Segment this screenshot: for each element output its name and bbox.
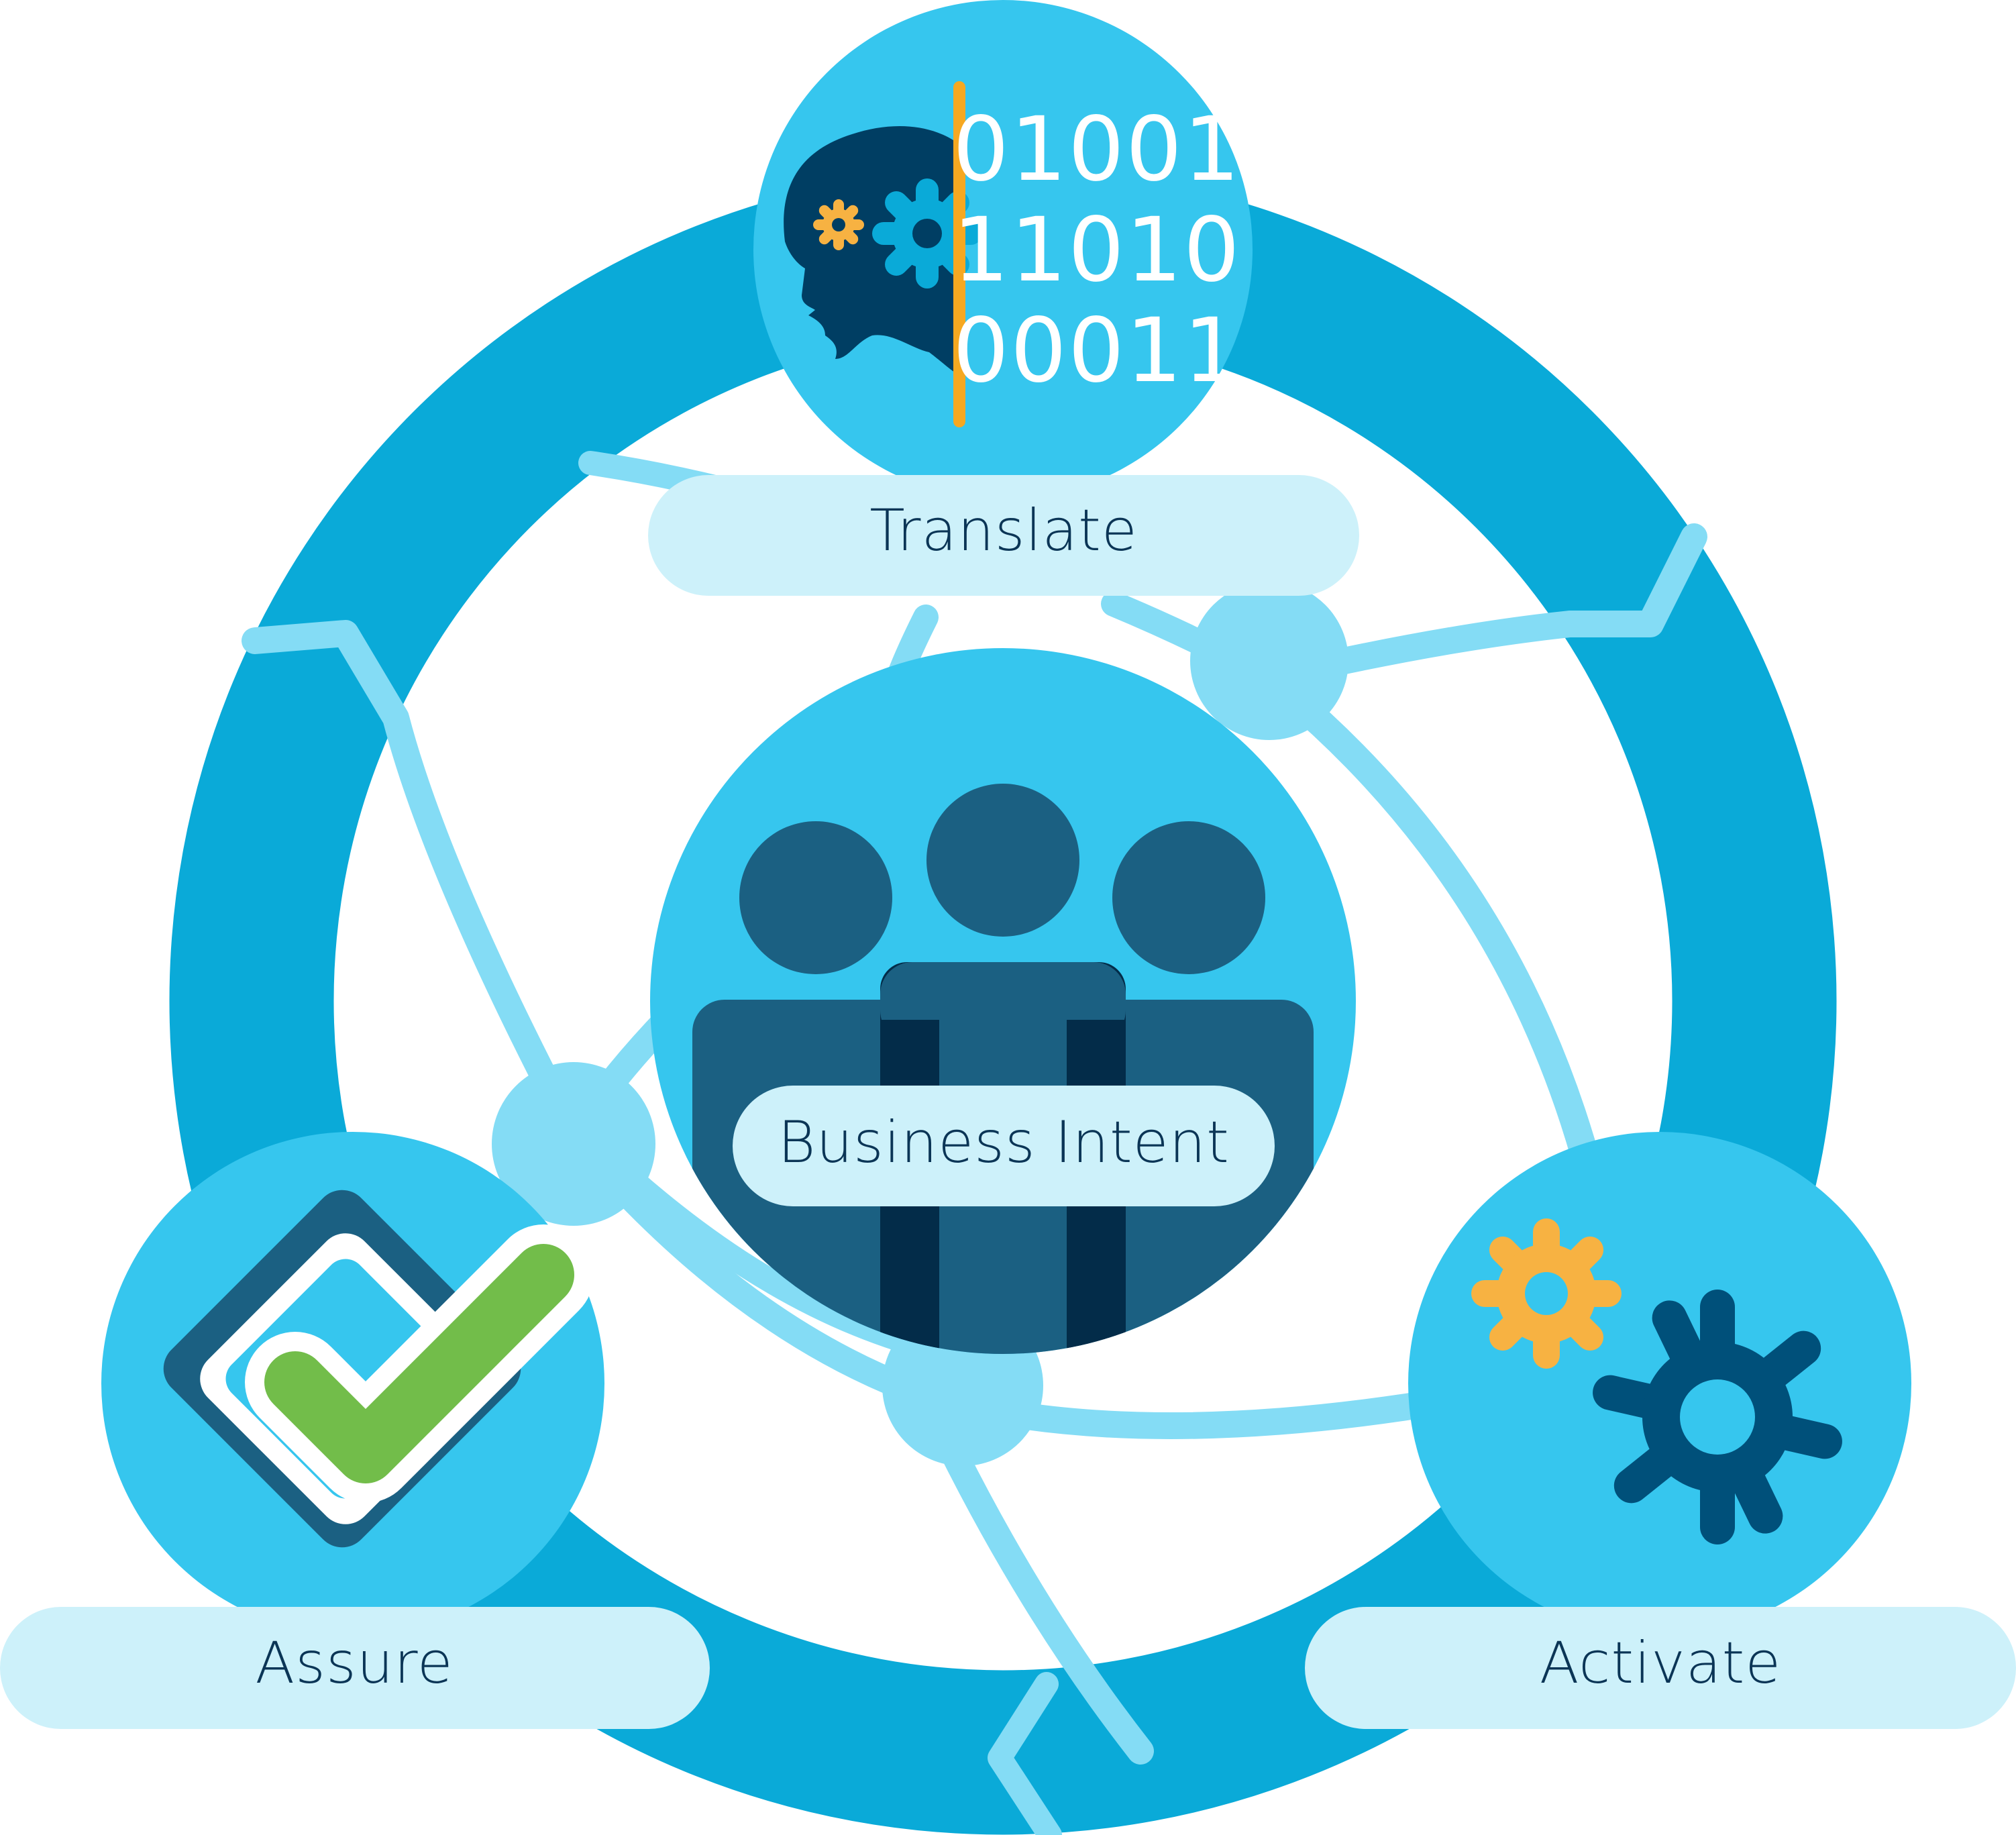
binary-line-3: 00011 xyxy=(953,299,1241,403)
network-line-right-down xyxy=(1254,664,1604,1188)
binary-line-2: 11010 xyxy=(953,199,1241,302)
translate-label: Translate xyxy=(869,497,1138,564)
business-intent-pill xyxy=(733,1086,1275,1206)
network-node-top-right xyxy=(1190,582,1348,740)
small-gear-icon xyxy=(813,199,864,250)
activate-pill xyxy=(1305,1607,2016,1729)
network-node-left xyxy=(492,1062,655,1226)
business-intent-label: Business Intent xyxy=(778,1109,1230,1176)
network-line-bottom-exit xyxy=(988,1672,1062,1835)
translate-stage: 01001 11010 00011 Translate xyxy=(648,0,1359,596)
checkmark-icon xyxy=(163,1190,594,1548)
translate-circle xyxy=(753,0,1253,499)
blue-gear-icon xyxy=(1593,1290,1842,1544)
assure-pill xyxy=(0,1607,710,1729)
binary-line-1: 01001 xyxy=(953,98,1241,201)
orange-gear-icon xyxy=(1471,1218,1622,1369)
assure-label: Assure xyxy=(255,1630,453,1697)
activate-label: Activate xyxy=(1540,1630,1781,1697)
head-gear-icon xyxy=(872,178,982,289)
translate-pill xyxy=(648,475,1359,596)
assure-stage: Assure xyxy=(0,1132,710,1729)
business-intent-node: Business Intent xyxy=(650,648,1356,1354)
activate-stage: Activate xyxy=(1305,1132,2016,1729)
network-line-left xyxy=(242,620,587,1147)
binary-text: 01001 11010 00011 xyxy=(953,98,1241,403)
